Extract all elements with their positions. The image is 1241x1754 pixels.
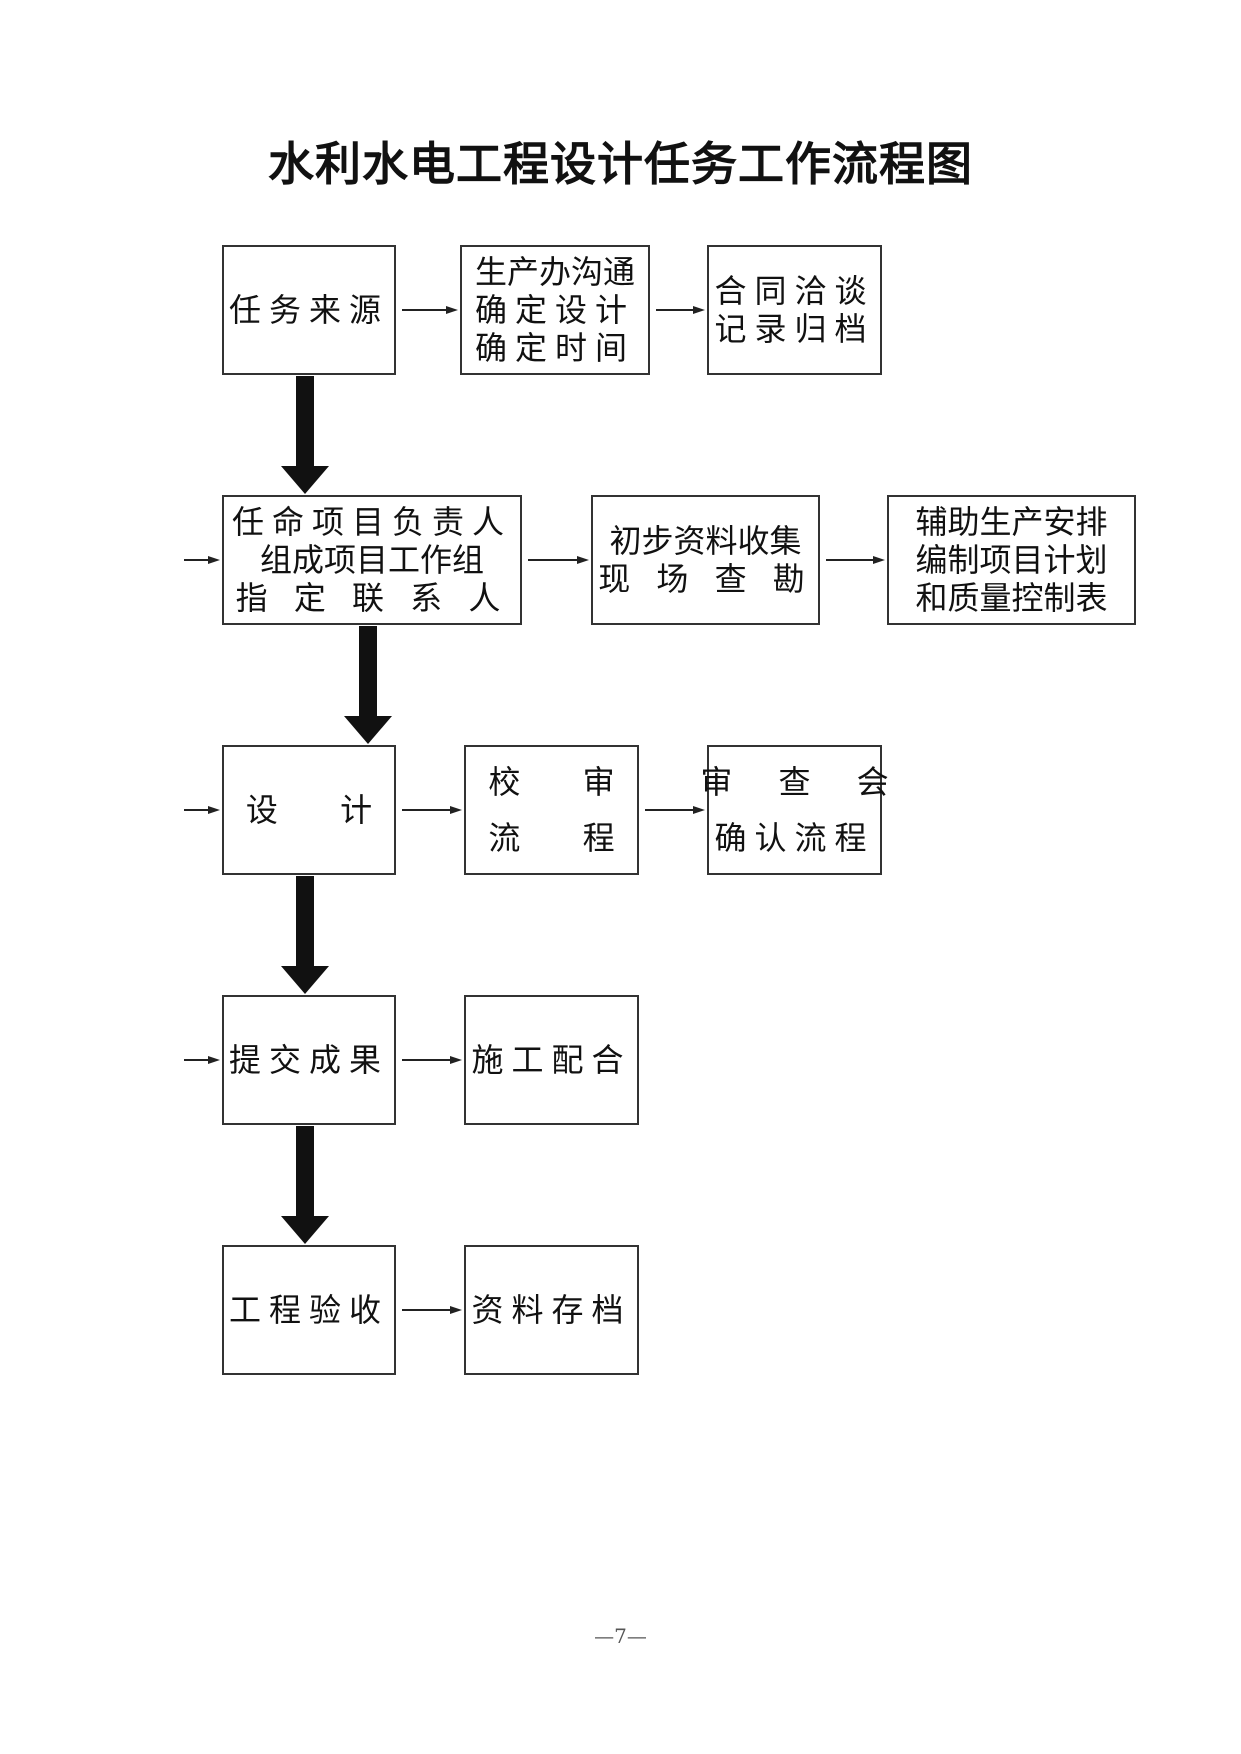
box-preliminary-survey: 初步资料收集 现 场 查 勘 [591, 495, 820, 625]
box-line: 指 定 联 系 人 [235, 579, 509, 617]
box-line: 提交成果 [228, 1041, 389, 1079]
box-line: 初步资料收集 [609, 522, 802, 560]
main-flow-arrow-shaft [296, 1126, 314, 1218]
box-project-acceptance: 工程验收 [222, 1245, 396, 1375]
box-line: 任务来源 [228, 291, 389, 329]
side-flow-arrow-head [577, 556, 589, 564]
side-flow-arrow-head [446, 306, 458, 314]
box-line: 生产办沟通 [474, 253, 635, 291]
box-line: 任命项目负责人 [231, 503, 512, 541]
main-flow-arrow-shaft [296, 376, 314, 468]
box-production-office: 生产办沟通 确定设计 确定时间 [460, 245, 650, 375]
side-flow-arrow-head [450, 1306, 462, 1314]
side-flow-arrow-head [450, 1056, 462, 1064]
box-line: 资料存档 [471, 1291, 632, 1329]
box-design: 设 计 [222, 745, 396, 875]
box-line: 施工配合 [471, 1041, 632, 1079]
incoming-arrow-head [208, 806, 220, 814]
side-flow-arrow-head [693, 806, 705, 814]
main-flow-arrow-head [344, 716, 392, 744]
box-line: 确定时间 [474, 329, 635, 367]
incoming-arrow-head [208, 1056, 220, 1064]
box-line: 合同洽谈 [714, 272, 875, 310]
box-line: 审 查 会 [700, 763, 907, 801]
page-number: —7— [594, 1624, 647, 1648]
box-contract-negotiation: 合同洽谈 记录归档 [707, 245, 882, 375]
main-flow-arrow-head [281, 966, 329, 994]
box-line: 编制项目计划 [915, 541, 1108, 579]
main-flow-arrow-head [281, 1216, 329, 1244]
side-flow-arrow-head [873, 556, 885, 564]
box-line: 组成项目工作组 [259, 541, 484, 579]
box-line: 辅助生产安排 [915, 503, 1108, 541]
box-line: 确定设计 [474, 291, 635, 329]
box-submit-results: 提交成果 [222, 995, 396, 1125]
main-flow-arrow-shaft [296, 876, 314, 968]
box-line: 设 计 [245, 791, 399, 829]
box-line: 确认流程 [714, 819, 875, 857]
page-title: 水利水电工程设计任务工作流程图 [268, 137, 973, 191]
box-data-archive: 资料存档 [464, 1245, 639, 1375]
box-review-process: 校 审 流 程 [464, 745, 639, 875]
box-line: 校 审 [488, 763, 641, 801]
box-production-plan: 辅助生产安排 编制项目计划 和质量控制表 [887, 495, 1136, 625]
box-line: 现 场 查 勘 [598, 560, 813, 598]
box-line: 记录归档 [714, 310, 875, 348]
box-construction-support: 施工配合 [464, 995, 639, 1125]
box-task-source: 任务来源 [222, 245, 396, 375]
side-flow-arrow-head [450, 806, 462, 814]
box-review-meeting: 审 查 会 确认流程 [700, 745, 889, 875]
box-line: 流 程 [488, 819, 641, 857]
box-appoint-project-lead: 任命项目负责人 组成项目工作组 指 定 联 系 人 [222, 495, 522, 625]
side-flow-arrow-head [693, 306, 705, 314]
main-flow-arrow-head [281, 466, 329, 494]
box-line: 工程验收 [228, 1291, 389, 1329]
box-line: 和质量控制表 [915, 579, 1108, 617]
main-flow-arrow-shaft [359, 626, 377, 718]
incoming-arrow-head [208, 556, 220, 564]
